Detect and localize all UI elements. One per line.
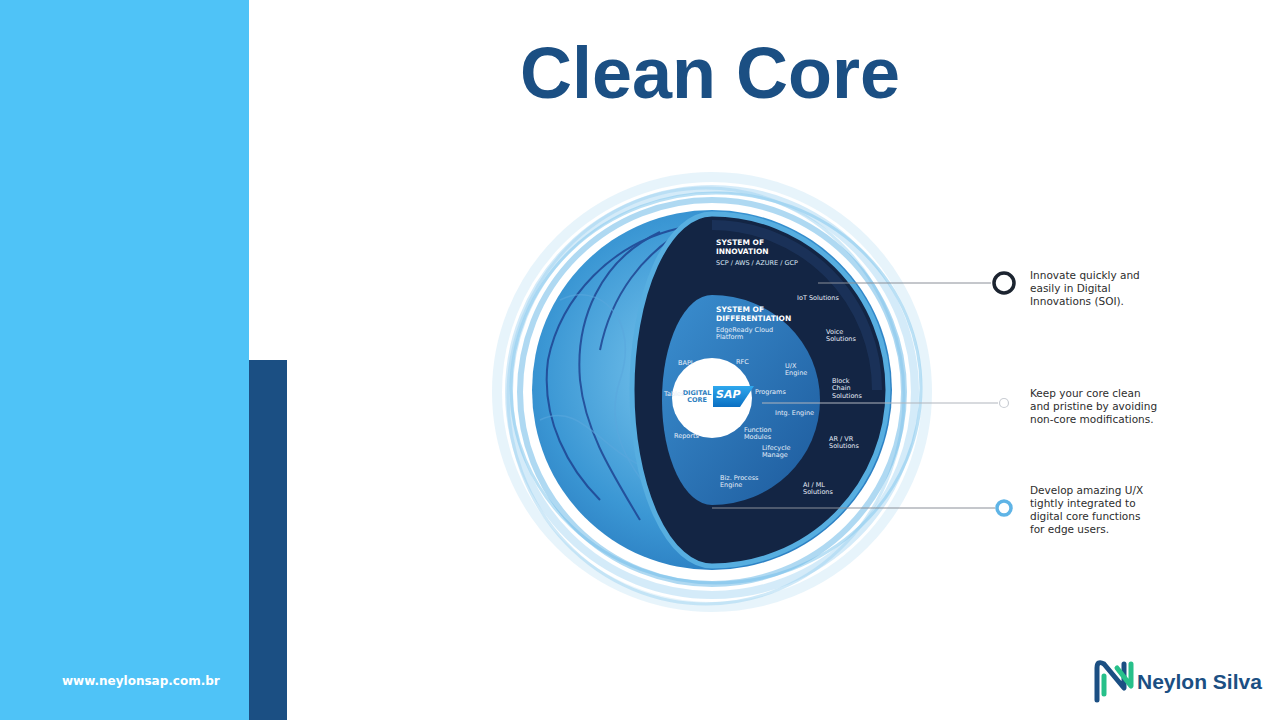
sap-logo: [713, 386, 754, 407]
ring-shape: [668, 355, 758, 441]
website-url: www.neylonsap.com.br: [62, 675, 242, 689]
callout-text: Develop amazing U/X tightly integrated t…: [1030, 484, 1150, 537]
side-panel: [0, 0, 249, 720]
leader-line: [712, 508, 995, 509]
side-bar: [249, 360, 287, 720]
node-text: SAP: [716, 389, 742, 402]
globe-sphere: [532, 210, 892, 570]
node-text: EdgeReady Cloud Platform: [716, 327, 778, 342]
callout-text: Keep your core clean and pristine by avo…: [1030, 387, 1160, 426]
title: Clean Core: [440, 34, 980, 113]
node-text: SYSTEM OF DIFFERENTIATION: [716, 306, 808, 323]
callout-marker: [1000, 399, 1009, 408]
leader-line: [762, 403, 998, 404]
ring-node: SYSTEM OF INNOVATION SCP / AWS / AZURE / …: [620, 205, 900, 575]
core-circle: [672, 358, 752, 438]
callout-marker: [994, 273, 1014, 293]
globe-glow: [497, 177, 927, 607]
leader-line: [818, 283, 991, 284]
innovation-ring: [632, 214, 888, 566]
node-text: SYSTEM OF INNOVATION: [716, 239, 780, 256]
callout-text: Innovate quickly and easily in Digital I…: [1030, 269, 1170, 308]
node-text: SCP / AWS / AZURE / GCP: [716, 260, 826, 267]
logo-icon: [1104, 664, 1131, 694]
ring-node: SYSTEM OF DIFFERENTIATION EdgeReady Cloud…: [650, 290, 830, 515]
callout-marker: [997, 501, 1011, 515]
ring-node: DIGITAL CORE SAP: [668, 355, 758, 441]
logo-icon: [1097, 663, 1124, 700]
brand-name: Neylon Silva: [1137, 670, 1267, 694]
node-text: DIGITAL CORE: [682, 390, 712, 405]
differentiation-ring: [662, 295, 820, 505]
